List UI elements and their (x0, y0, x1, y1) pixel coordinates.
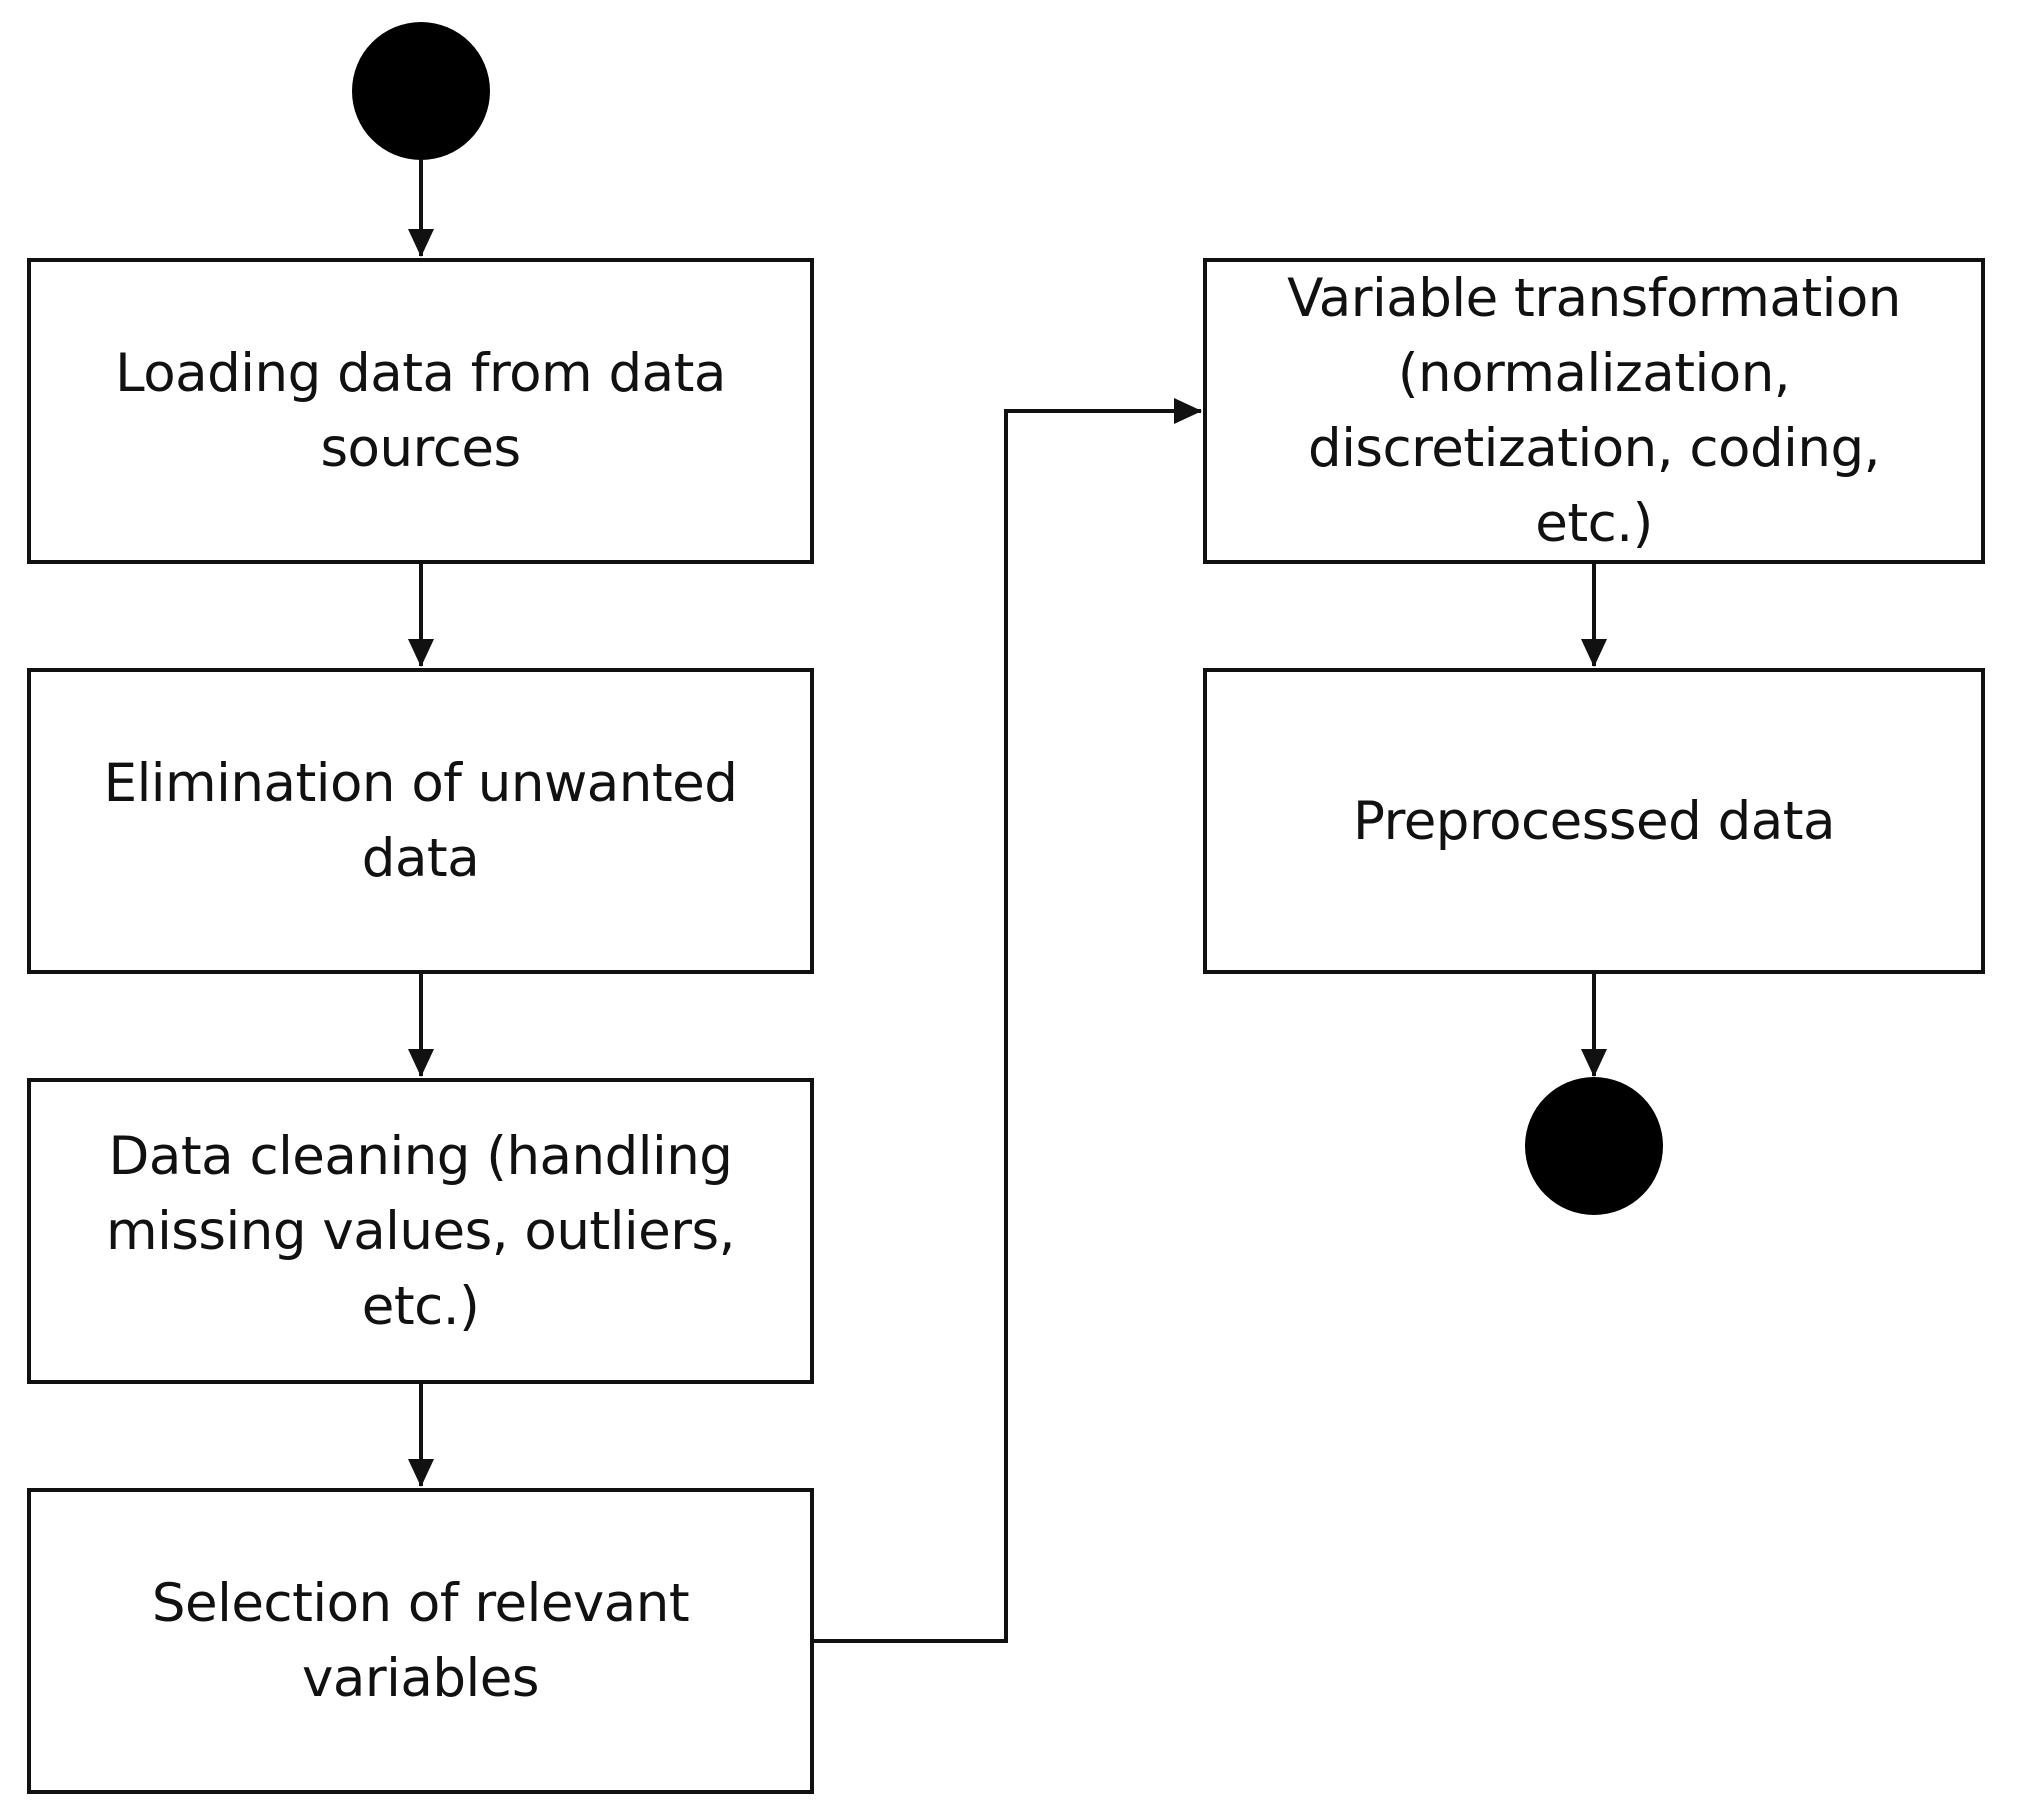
arrow-selection-to-transformation (814, 398, 1202, 1643)
end-node (1525, 1077, 1663, 1215)
step-variable-selection: Selection of relevant variables (27, 1488, 814, 1794)
step-cleaning-label: Data cleaning (handling missing values, … (105, 1125, 736, 1337)
step-loading-label: Loading data from data sources (115, 343, 726, 479)
start-node (352, 22, 490, 160)
step-data-cleaning: Data cleaning (handling missing values, … (27, 1078, 814, 1384)
step-elimination-label: Elimination of unwanted data (103, 753, 738, 889)
step-preprocessed-data: Preprocessed data (1203, 668, 1985, 974)
step-selection-label: Selection of relevant variables (151, 1573, 690, 1709)
step-variable-transformation: Variable transformation (normalization, … (1203, 258, 1985, 564)
step-loading-data: Loading data from data sources (27, 258, 814, 564)
step-transformation-label: Variable transformation (normalization, … (1287, 268, 1901, 554)
step-elimination: Elimination of unwanted data (27, 668, 814, 974)
step-preprocessed-label: Preprocessed data (1353, 790, 1835, 852)
